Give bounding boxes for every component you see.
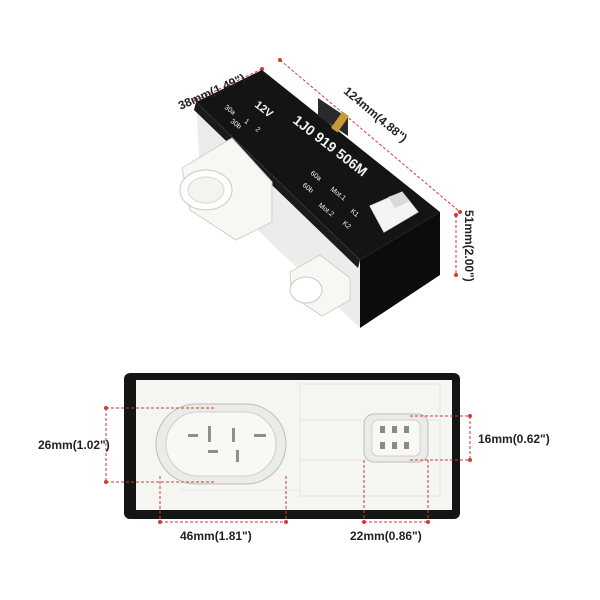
dim-small-conn-height: 16mm(0.62") <box>478 432 550 446</box>
module-angled-view: 1J0 919 506M 12V 30a 30b 1 2 60a 60b Mot… <box>179 58 462 328</box>
terminal-label-k1: K1 <box>349 208 360 219</box>
module-side-face <box>360 212 440 328</box>
terminal-label-2: 2 <box>254 126 261 134</box>
small-connector <box>289 254 351 317</box>
small-connector-face <box>363 413 429 463</box>
dim-large-conn-height: 26mm(1.02") <box>38 438 110 452</box>
bottom-dimension-lines <box>105 407 471 523</box>
dim-height-side: 51mm(2.00") <box>462 210 476 282</box>
dim-small-conn-width: 22mm(0.86") <box>350 529 422 543</box>
terminal-pin <box>330 111 350 133</box>
width-dimension-line <box>195 68 263 101</box>
large-connector-face <box>155 403 287 485</box>
terminal-label-k2: K2 <box>341 220 352 231</box>
length-dimension-line <box>279 59 461 213</box>
module-bottom-view <box>104 373 472 524</box>
large-connector <box>179 137 273 241</box>
dim-large-conn-width: 46mm(1.81") <box>180 529 252 543</box>
terminal-label-1: 1 <box>243 118 250 126</box>
